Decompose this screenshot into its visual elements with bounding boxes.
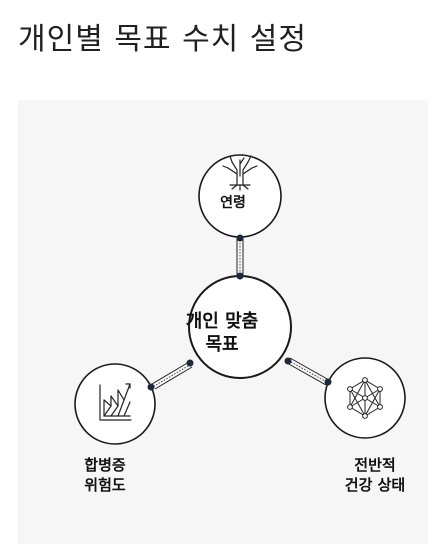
node-age-label-line1: 연령 <box>220 195 246 211</box>
connector-right <box>286 357 330 386</box>
center-node-label: 개인 맞춤 목표 <box>158 310 286 357</box>
page-title: 개인별 목표 수치 설정 <box>18 22 308 57</box>
connector-top <box>236 237 244 276</box>
bare-tree-icon <box>222 155 258 191</box>
node-health-label: 전반적 건강 상태 <box>320 456 430 495</box>
center-label-line2: 목표 <box>205 334 239 356</box>
connector-dots <box>147 234 332 391</box>
radial-diagram <box>74 154 406 445</box>
node-complication <box>74 363 156 445</box>
diagram-panel: 개인 맞춤 목표 연령 합병증 위험도 전반적 건강 상태 <box>18 100 428 544</box>
node-health-label-line2: 건강 상태 <box>344 475 406 494</box>
connector-left <box>151 361 193 390</box>
network-node-icon <box>347 377 383 419</box>
node-complication-label-line1: 합병증 <box>84 456 126 474</box>
node-age-label: 연령 <box>208 194 258 212</box>
node-complication-label-line2: 위험도 <box>84 475 126 494</box>
center-label-line1: 개인 맞춤 <box>185 311 259 332</box>
node-complication-label: 합병증 위험도 <box>60 456 150 495</box>
rising-chart-icon <box>99 383 132 421</box>
node-health-label-line1: 전반적 <box>354 456 396 474</box>
